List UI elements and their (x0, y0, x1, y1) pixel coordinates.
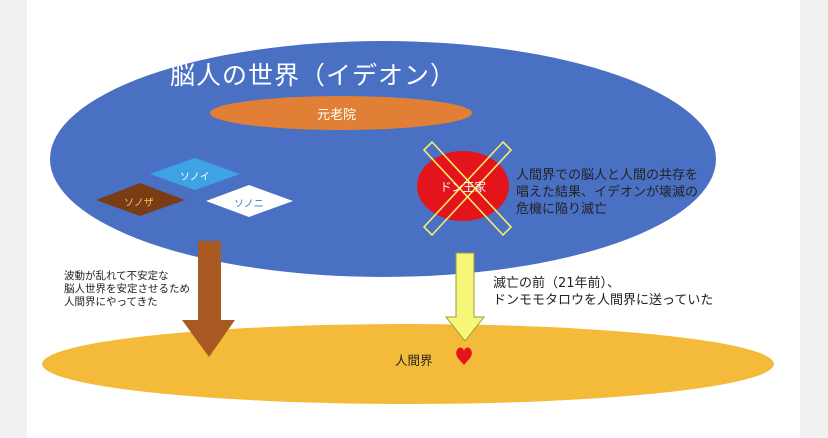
sent-arrow (444, 252, 486, 342)
world-title: 脳人の世界（イデオン） (170, 61, 457, 90)
human-world-ellipse (42, 324, 774, 404)
arrival-note-line-3: 人間界にやってきた (64, 296, 158, 308)
arrival-note-line-1: 波動が乱れて不安定な (64, 270, 169, 282)
sonoi-label: ソノイ (180, 172, 210, 183)
sonoi-diamond (150, 158, 240, 190)
fall-note-line-2: 唱えた結果、イデオンが壊滅の (516, 185, 699, 200)
sent-note: 滅亡の前（21年前）、 ドンモモタロウを人間界に送っていた (493, 275, 713, 309)
sent-note-line-1: 滅亡の前（21年前）、 (493, 276, 621, 291)
heart-icon (456, 347, 472, 365)
sonoza-label: ソノザ (124, 198, 154, 209)
human-world-label: 人間界 (395, 353, 433, 368)
sononi-diamond (206, 185, 293, 217)
council-label: 元老院 (317, 108, 357, 123)
sonoza-diamond (96, 183, 185, 216)
fall-note-line-1: 人間界での脳人と人間の共存を (516, 168, 699, 183)
arrival-note: 波動が乱れて不安定な 脳人世界を安定させるため 人間界にやってきた (64, 270, 190, 309)
fall-note: 人間界での脳人と人間の共存を 唱えた結果、イデオンが壊滅の 危機に陥り滅亡 (516, 167, 698, 218)
brain-world-ellipse (50, 41, 716, 277)
sononi-label: ソノニ (234, 199, 264, 210)
arrival-arrow (182, 241, 235, 357)
diagram-canvas: 脳人の世界（イデオン） 元老院 ソノイ ソノザ ソノニ ドン王家 人間界での脳人… (27, 0, 800, 438)
diagram-graphics (42, 41, 774, 404)
cross-out-mark (422, 140, 513, 237)
sent-note-line-2: ドンモモタロウを人間界に送っていた (493, 293, 714, 308)
council-ellipse (210, 96, 472, 130)
don-royal-label: ドン王家 (440, 180, 486, 194)
arrival-note-line-2: 脳人世界を安定させるため (64, 283, 190, 295)
fall-note-line-3: 危機に陥り滅亡 (516, 202, 608, 217)
